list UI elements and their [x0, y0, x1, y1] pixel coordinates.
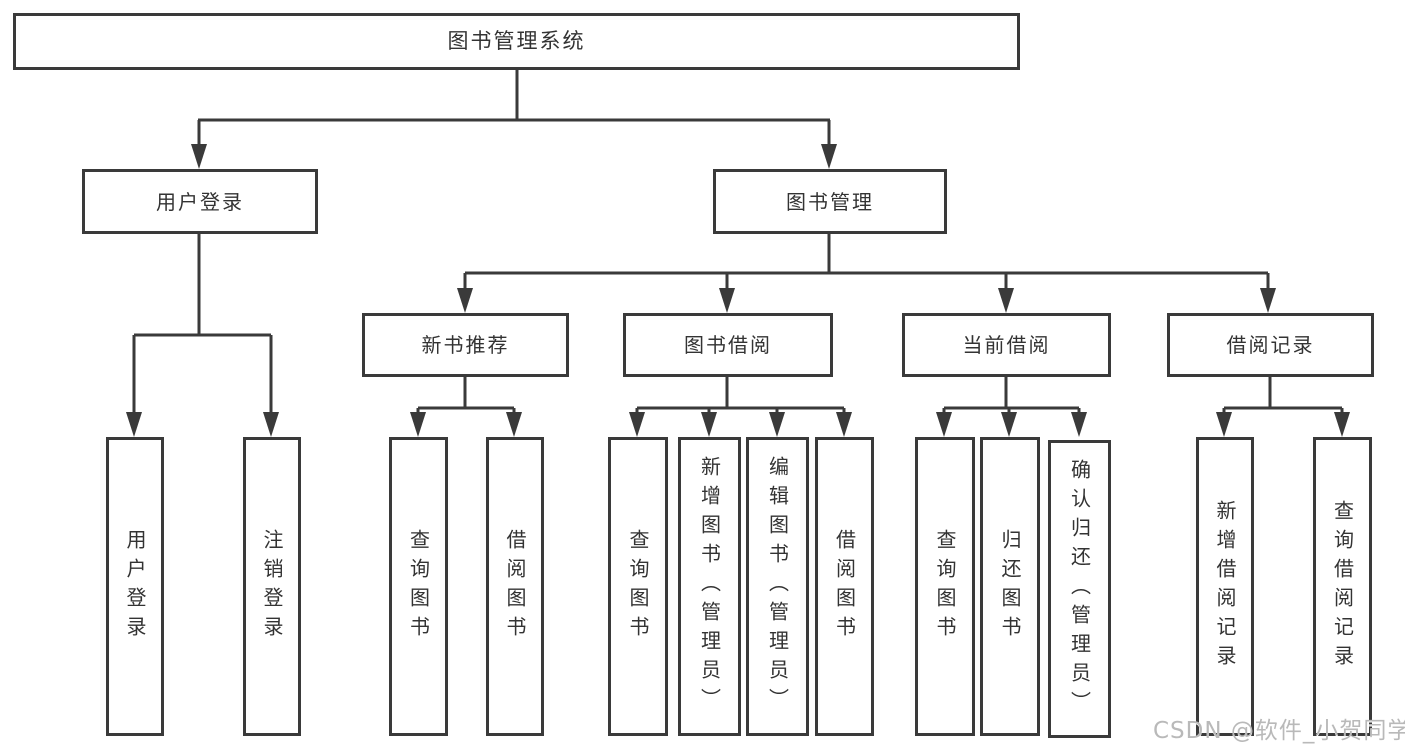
leaf-recommend-borrow-books: 借阅图书 — [486, 437, 544, 736]
leaf-borrowing-query-books: 查询图书 — [608, 437, 668, 736]
leaf-current-query-books: 查询图书 — [915, 437, 975, 736]
connector-records-to-leaves — [1222, 375, 1344, 414]
leaf-current-return-books: 归还图书 — [980, 437, 1040, 736]
node-book-borrowing: 图书借阅 — [623, 313, 833, 377]
leaf-logout: 注销登录 — [243, 437, 301, 736]
node-current-borrowing: 当前借阅 — [902, 313, 1111, 377]
connector-root-to-level2 — [197, 68, 831, 147]
leaf-borrowing-borrow-books: 借阅图书 — [815, 437, 874, 736]
leaf-user-login: 用户登录 — [106, 437, 164, 736]
node-new-book-recommend: 新书推荐 — [362, 313, 569, 377]
leaf-borrowing-edit-books-admin: 编辑图书（管理员） — [746, 437, 809, 736]
node-borrowing-records: 借阅记录 — [1167, 313, 1374, 377]
node-library-management-system: 图书管理系统 — [13, 13, 1020, 70]
leaf-current-confirm-return-admin: 确认归还（管理员） — [1048, 440, 1111, 738]
connector-current-to-leaves — [942, 375, 1081, 414]
leaf-records-query-record: 查询借阅记录 — [1313, 437, 1372, 736]
connector-borrow-to-leaves — [635, 375, 846, 414]
connector-bookmgmt-to-level3 — [463, 232, 1270, 290]
connector-userlogin-to-leaves — [132, 232, 273, 414]
node-user-login: 用户登录 — [82, 169, 318, 234]
leaf-recommend-query-books: 查询图书 — [389, 437, 448, 736]
watermark: CSDN @软件_小贺同学 — [1153, 718, 1405, 744]
leaf-records-add-record: 新增借阅记录 — [1196, 437, 1254, 736]
node-book-management: 图书管理 — [713, 169, 947, 234]
connector-newbook-to-leaves — [416, 375, 516, 414]
leaf-borrowing-add-books-admin: 新增图书（管理员） — [678, 437, 741, 736]
